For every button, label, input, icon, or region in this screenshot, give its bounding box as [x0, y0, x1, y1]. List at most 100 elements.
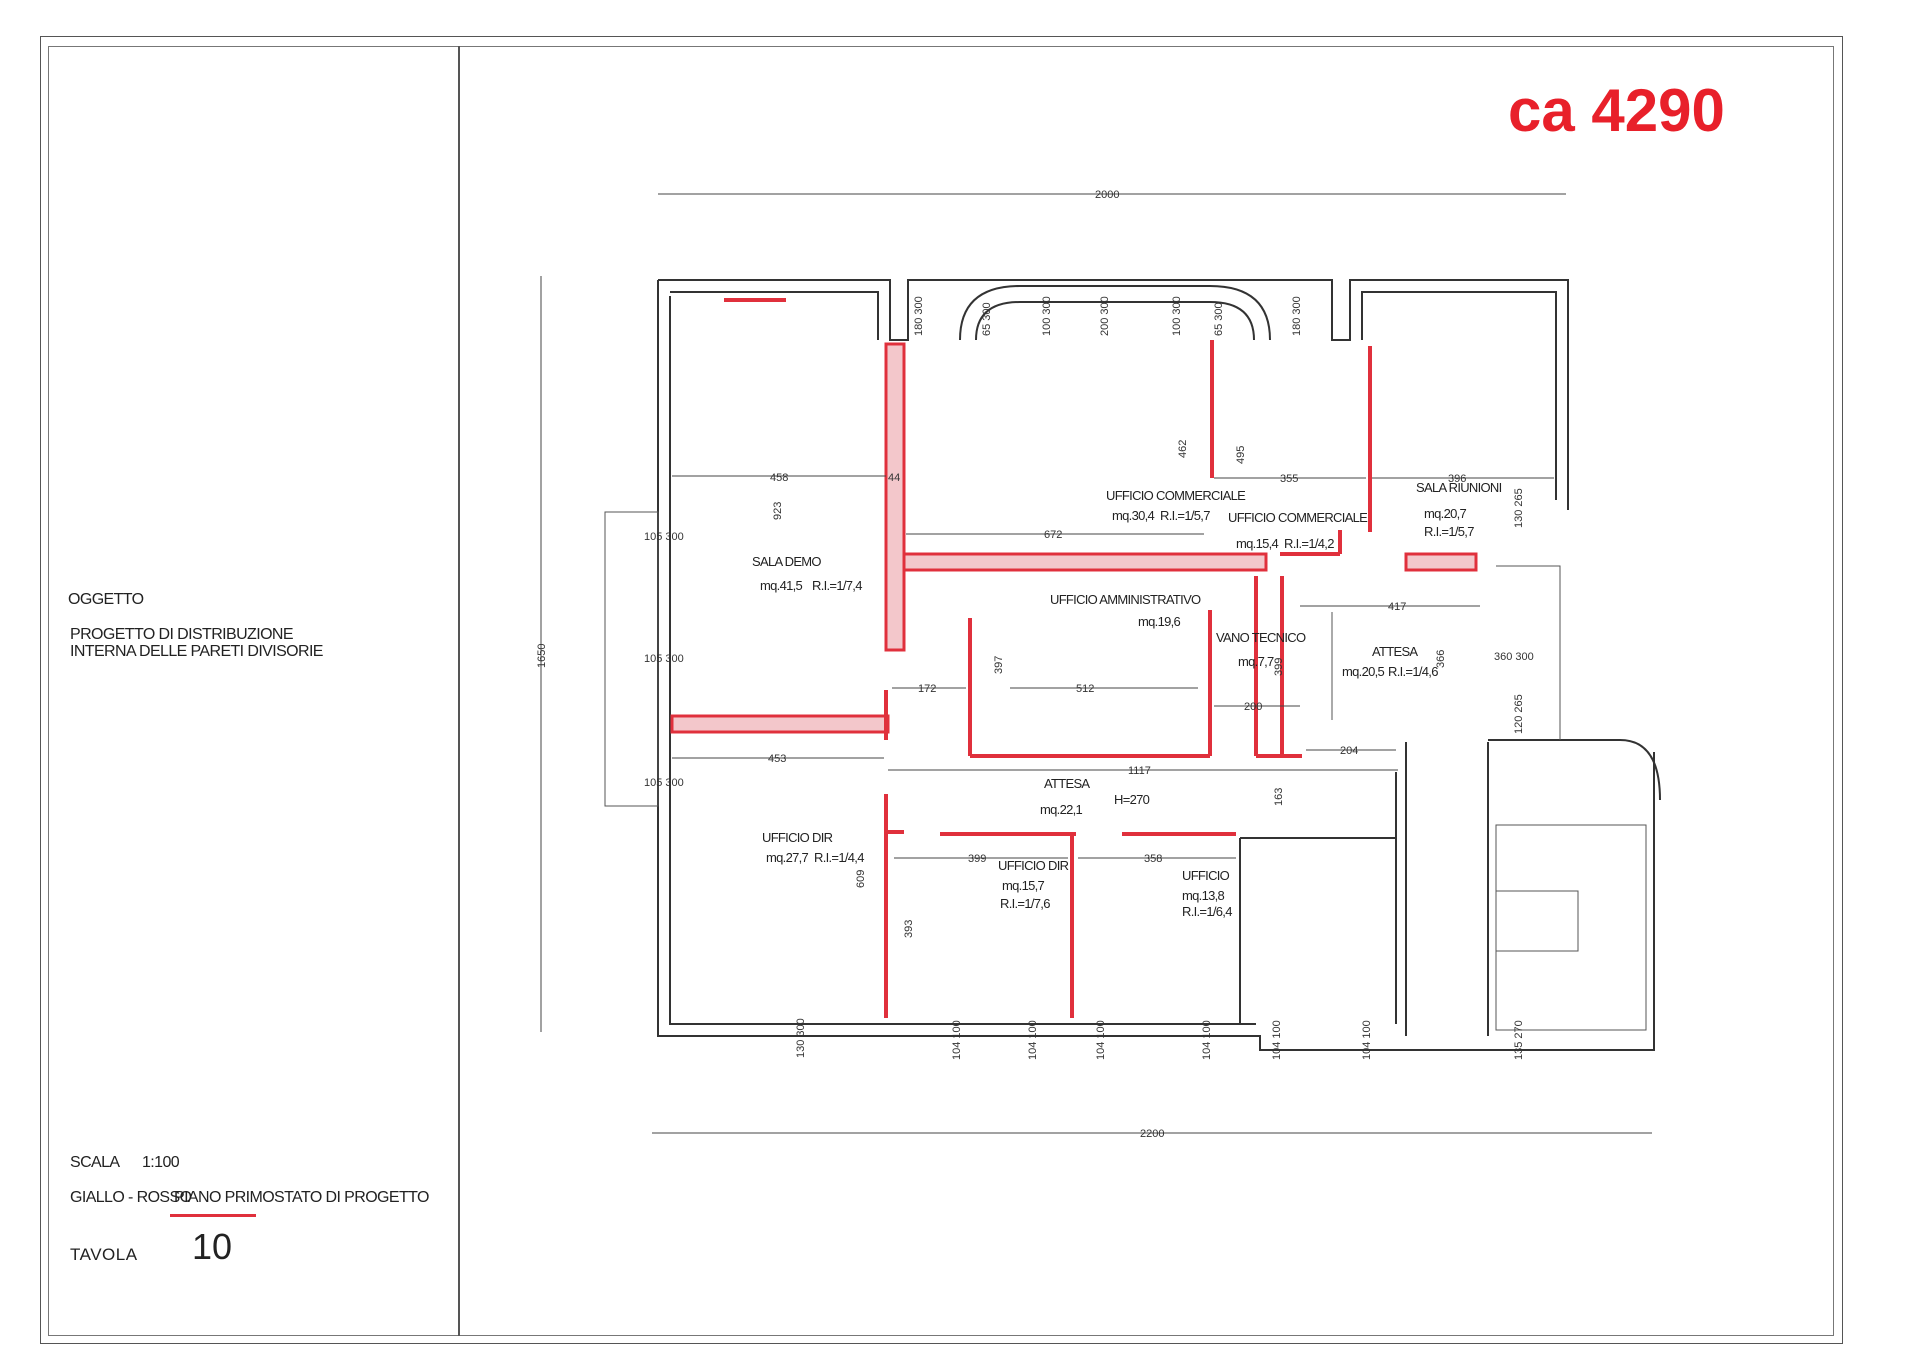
oggetto-line2: INTERNA DELLE PARETI DIVISORIE	[70, 643, 323, 660]
room-area-uff-dir-1: mq.27,7	[766, 850, 809, 865]
oggetto-line1: PROGETTO DI DISTRIBUZIONE	[70, 626, 294, 643]
room-name-ufficio: UFFICIO	[1182, 868, 1230, 883]
svg-text:65 300: 65 300	[1213, 302, 1225, 336]
svg-text:105 300: 105 300	[644, 777, 684, 789]
opening-labels: 180 300 65 300 100 300 200 300 100 300 6…	[644, 296, 1534, 1060]
dim-399-a: 399	[1273, 658, 1285, 676]
dim-200: 200	[1244, 701, 1262, 713]
svg-text:100 300: 100 300	[1171, 296, 1183, 336]
dim-366: 366	[1435, 650, 1447, 668]
tavola-number: 10	[192, 1226, 233, 1267]
svg-text:200 300: 200 300	[1099, 296, 1111, 336]
dim-923: 923	[772, 502, 784, 520]
room-area-sala-demo: mq.41,5	[760, 578, 803, 593]
room-name-sala-demo: SALA DEMO	[752, 554, 821, 569]
svg-text:105 300: 105 300	[644, 531, 684, 543]
dim-163: 163	[1273, 788, 1285, 806]
room-ri-uff-comm-2: R.I.=1/4,2	[1284, 536, 1334, 551]
room-ri-attesa-1: R.I.=1/4,6	[1388, 664, 1438, 679]
room-area-vano-tecnico: mq.7,7	[1238, 654, 1274, 669]
room-ri-sala-riunioni: R.I.=1/5,7	[1424, 524, 1474, 539]
room-labels: SALA DEMO mq.41,5 R.I.=1/7,4 UFFICIO COM…	[752, 480, 1502, 919]
dim-495: 495	[1235, 446, 1247, 464]
dim-396: 396	[1448, 473, 1466, 485]
oggetto-label: OGGETTO	[68, 591, 144, 608]
dim-left-total: 1650	[536, 644, 548, 668]
room-name-uff-dir-1: UFFICIO DIR	[762, 830, 833, 845]
dim-1117: 1117	[1128, 765, 1151, 777]
svg-text:130 300: 130 300	[795, 1018, 807, 1058]
svg-text:104 100: 104 100	[951, 1020, 963, 1060]
room-area-uff-amm: mq.19,6	[1138, 614, 1181, 629]
dim-417: 417	[1388, 601, 1406, 613]
dim-397: 397	[993, 656, 1005, 674]
room-ri-uff-comm-1: R.I.=1/5,7	[1160, 508, 1210, 523]
room-area-ufficio: mq.13,8	[1182, 888, 1225, 903]
new-partitions	[670, 298, 1478, 1018]
price-note: ca 4290	[1508, 77, 1725, 144]
room-area-uff-dir-2: mq.15,7	[1002, 878, 1045, 893]
room-name-vano-tecnico: VANO TECNICO	[1216, 630, 1306, 645]
svg-text:100 300: 100 300	[1041, 296, 1053, 336]
project-status: STATO DI PROGETTO	[274, 1189, 429, 1206]
floor-underline	[170, 1214, 256, 1217]
scala-value: 1:100	[142, 1154, 180, 1171]
dim-458: 458	[770, 472, 788, 484]
floor-name: PIANO PRIMO	[174, 1189, 275, 1206]
room-name-uff-comm-2: UFFICIO COMMERCIALE	[1228, 510, 1368, 525]
svg-text:130 265: 130 265	[1513, 488, 1525, 528]
dim-672: 672	[1044, 529, 1062, 541]
svg-text:135 270: 135 270	[1513, 1020, 1525, 1060]
client-name: GIALLO - ROSSO	[70, 1189, 192, 1206]
room-name-sala-riunioni: SALA RIUNIONI	[1416, 480, 1502, 495]
dim-top-total: 2000	[1095, 189, 1119, 201]
dim-358: 358	[1144, 853, 1162, 865]
room-area-uff-comm-1: mq.30,4	[1112, 508, 1155, 523]
dim-399-b: 399	[968, 853, 986, 865]
interior-walls	[1239, 612, 1647, 1036]
room-ri-ufficio: R.I.=1/6,4	[1182, 904, 1232, 919]
room-name-uff-amm: UFFICIO AMMINISTRATIVO	[1050, 592, 1201, 607]
room-name-attesa-1: ATTESA	[1372, 644, 1418, 659]
dim-393: 393	[903, 920, 915, 938]
title-block-divider	[458, 46, 460, 1336]
room-name-uff-comm-1: UFFICIO COMMERCIALE	[1106, 488, 1246, 503]
room-name-attesa-2: ATTESA	[1044, 776, 1090, 791]
room-ri-uff-dir-2: R.I.=1/7,6	[1000, 896, 1050, 911]
svg-text:180 300: 180 300	[1291, 296, 1303, 336]
svg-text:65 300: 65 300	[981, 302, 993, 336]
room-ri-sala-demo: R.I.=1/7,4	[812, 578, 862, 593]
room-ri-uff-dir-1: R.I.=1/4,4	[814, 850, 864, 865]
svg-text:104 100: 104 100	[1201, 1020, 1213, 1060]
svg-text:105 300: 105 300	[644, 653, 684, 665]
room-area-attesa-1: mq.20,5	[1342, 664, 1385, 679]
svg-text:104 100: 104 100	[1271, 1020, 1283, 1060]
svg-text:120 265: 120 265	[1513, 694, 1525, 734]
room-area-uff-comm-2: mq.15,4	[1236, 536, 1279, 551]
dim-453: 453	[768, 753, 786, 765]
dim-462: 462	[1177, 440, 1189, 458]
room-ri-attesa-2: H=270	[1114, 792, 1150, 807]
internal-dimensions: 458 44 923 672 462 495 355 396 417 397 5…	[672, 440, 1554, 938]
dim-204: 204	[1340, 745, 1358, 757]
tavola-label: TAVOLA	[70, 1245, 138, 1264]
room-name-uff-dir-2: UFFICIO DIR	[998, 858, 1069, 873]
exterior-walls	[604, 279, 1661, 1051]
dim-bottom-total: 2200	[1140, 1128, 1164, 1140]
sheet-inner-border	[48, 46, 1834, 1336]
dim-44: 44	[888, 472, 900, 484]
dim-609: 609	[855, 870, 867, 888]
overall-dimensions: 2000 2200 1650	[536, 189, 1652, 1140]
svg-text:104 100: 104 100	[1095, 1020, 1107, 1060]
sheet-outer-border	[40, 36, 1843, 1344]
room-area-attesa-2: mq.22,1	[1040, 802, 1083, 817]
svg-text:180 300: 180 300	[913, 296, 925, 336]
room-area-sala-riunioni: mq.20,7	[1424, 506, 1467, 521]
dim-355: 355	[1280, 473, 1298, 485]
scala-label: SCALA	[70, 1154, 120, 1171]
svg-text:360 300: 360 300	[1494, 651, 1534, 663]
svg-text:104 100: 104 100	[1361, 1020, 1373, 1060]
dim-172: 172	[918, 683, 936, 695]
svg-text:104 100: 104 100	[1027, 1020, 1039, 1060]
